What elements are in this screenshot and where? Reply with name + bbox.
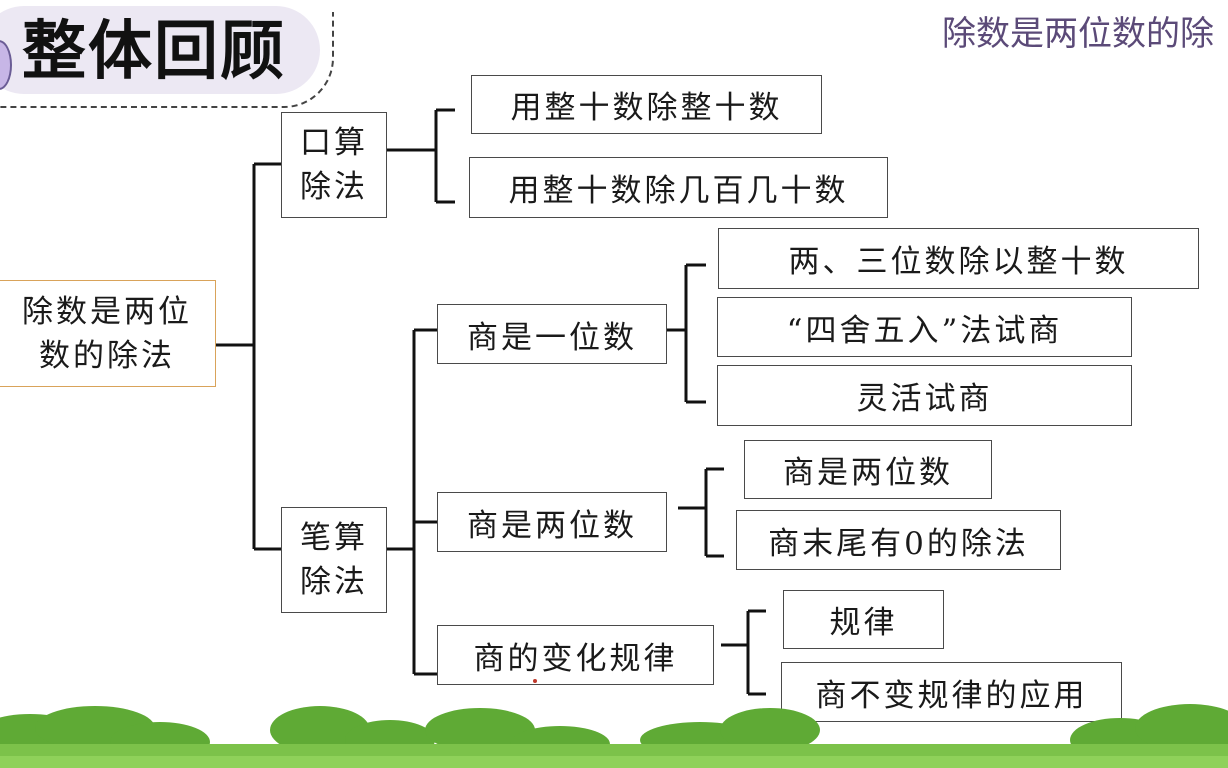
page-title: 整体回顾: [22, 15, 286, 89]
leaf-mental-2: 用整十数除几百几十数: [469, 157, 888, 218]
title-dashed-outline: [0, 12, 334, 108]
branch-mental-division: 口算 除法: [281, 112, 387, 218]
section-title: 除数是两位数的除: [942, 14, 1214, 54]
leaf-two-digit-1: 商是两位数: [744, 440, 992, 499]
group-quotient-change-rule: 商的变化规律: [437, 625, 714, 685]
group-quotient-one-digit: 商是一位数: [437, 304, 667, 364]
group-quotient-two-digit: 商是两位数: [437, 492, 667, 552]
leaf-one-digit-3: 灵活试商: [717, 365, 1132, 426]
leaf-two-digit-2: 商末尾有0的除法: [736, 510, 1061, 570]
red-dot: [533, 679, 537, 683]
branch-written-division: 笔算 除法: [281, 507, 387, 613]
leaf-one-digit-1: 两、三位数除以整十数: [718, 228, 1199, 289]
grass-decoration: [0, 704, 1228, 768]
leaf-rule-2: 商不变规律的应用: [781, 662, 1122, 722]
leaf-one-digit-2: “四舍五入”法试商: [717, 297, 1132, 357]
title-pill: [0, 6, 320, 94]
leaf-rule-1: 规律: [783, 590, 944, 649]
root-node: 除数是两位 数的除法: [0, 280, 216, 387]
leaf-mental-1: 用整十数除整十数: [471, 75, 822, 134]
